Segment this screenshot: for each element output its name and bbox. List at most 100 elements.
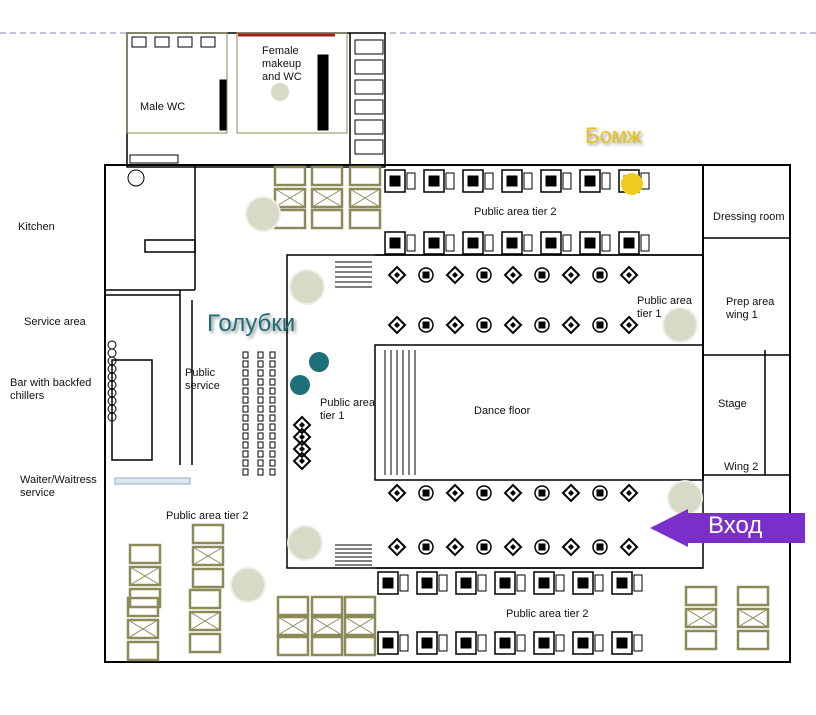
- round-table: [476, 317, 492, 333]
- booth-seat: [506, 237, 518, 249]
- booth-bench: [601, 172, 611, 190]
- stool: [242, 396, 249, 404]
- table-top: [596, 543, 604, 551]
- booth-table: [533, 631, 555, 655]
- label-waiter-service: Waiter/Waitress service: [20, 474, 97, 499]
- lounge-table: [310, 595, 344, 617]
- stool: [242, 387, 249, 395]
- table-top: [422, 543, 430, 551]
- toilet-stall: [354, 119, 384, 135]
- entrance-label: Вход: [708, 512, 763, 539]
- lounge-table-mark: [349, 188, 381, 208]
- lounge-table: [126, 640, 160, 662]
- booth-seat: [616, 637, 628, 649]
- booth-table: [501, 169, 523, 193]
- booth-table: [540, 169, 562, 193]
- stool: [269, 396, 276, 404]
- label-bar: Bar with backfed chillers: [10, 377, 92, 402]
- stool: [257, 459, 264, 467]
- toilet-stall: [354, 59, 384, 75]
- booth-bench: [633, 634, 643, 652]
- booth-table: [611, 631, 633, 655]
- booth-seat: [382, 637, 394, 649]
- booth-table: [384, 231, 406, 255]
- diamond-table: [292, 451, 312, 471]
- booth-table: [572, 631, 594, 655]
- booth-seat: [577, 577, 589, 589]
- column: [230, 567, 266, 603]
- label-public-tier1-left: Public area tier 1: [320, 397, 376, 422]
- booth-bench: [399, 634, 409, 652]
- lounge-table-mark: [129, 566, 161, 586]
- stool: [257, 396, 264, 404]
- round-table: [592, 317, 608, 333]
- stool: [257, 423, 264, 431]
- booth-bench: [516, 634, 526, 652]
- lounge-table-mark: [274, 188, 306, 208]
- table-top: [510, 544, 516, 550]
- booth-table: [416, 571, 438, 595]
- booth-table: [618, 231, 640, 255]
- lounge-table: [343, 615, 377, 637]
- booth-seat: [538, 637, 550, 649]
- booth-seat: [421, 637, 433, 649]
- booth-table: [494, 571, 516, 595]
- booth-bench: [406, 234, 416, 252]
- table-top: [568, 272, 574, 278]
- stool: [257, 360, 264, 368]
- booth-seat: [428, 237, 440, 249]
- diamond-table: [619, 265, 639, 285]
- booth-bench: [445, 234, 455, 252]
- booth-bench: [555, 634, 565, 652]
- booth-table: [533, 571, 555, 595]
- lounge-table: [276, 595, 310, 617]
- stool: [242, 432, 249, 440]
- lounge-table-mark: [311, 616, 343, 636]
- table-top: [299, 446, 305, 452]
- lounge-table: [188, 610, 222, 632]
- round-table: [418, 267, 434, 283]
- male-wc-walls: [126, 32, 228, 134]
- diamond-table: [387, 315, 407, 335]
- round-table: [534, 267, 550, 283]
- booth-table: [579, 169, 601, 193]
- dance-floor: [374, 344, 704, 481]
- lounge-table-mark: [192, 546, 224, 566]
- booth-table: [572, 571, 594, 595]
- lounge-table: [273, 165, 307, 187]
- booth-bench: [406, 172, 416, 190]
- column: [271, 83, 289, 101]
- booth-seat: [499, 577, 511, 589]
- table-top: [480, 489, 488, 497]
- table-top: [626, 272, 632, 278]
- booth-seat: [428, 175, 440, 187]
- stool: [269, 414, 276, 422]
- round-table: [476, 485, 492, 501]
- round-table: [592, 267, 608, 283]
- table-top: [510, 272, 516, 278]
- stool: [269, 423, 276, 431]
- lounge-table: [310, 615, 344, 637]
- diamond-table: [292, 439, 312, 459]
- booth-bench: [477, 634, 487, 652]
- diamond-table: [561, 265, 581, 285]
- booth-seat: [499, 637, 511, 649]
- lounge-table-mark: [127, 619, 159, 639]
- booth-table: [462, 231, 484, 255]
- booth-table: [377, 631, 399, 655]
- table-top: [538, 321, 546, 329]
- booth-seat: [623, 237, 635, 249]
- stool: [242, 414, 249, 422]
- stool: [269, 450, 276, 458]
- booth-seat: [616, 577, 628, 589]
- label-female-wc: Female makeup and WC: [262, 45, 302, 83]
- toilet-stall: [354, 99, 384, 115]
- label-public-service: Public service: [185, 367, 220, 392]
- diamond-table: [503, 537, 523, 557]
- stool: [242, 459, 249, 467]
- table-top: [422, 321, 430, 329]
- urinal-bank: [219, 79, 227, 131]
- booth-seat: [545, 237, 557, 249]
- lounge-table: [684, 607, 718, 629]
- stool: [269, 459, 276, 467]
